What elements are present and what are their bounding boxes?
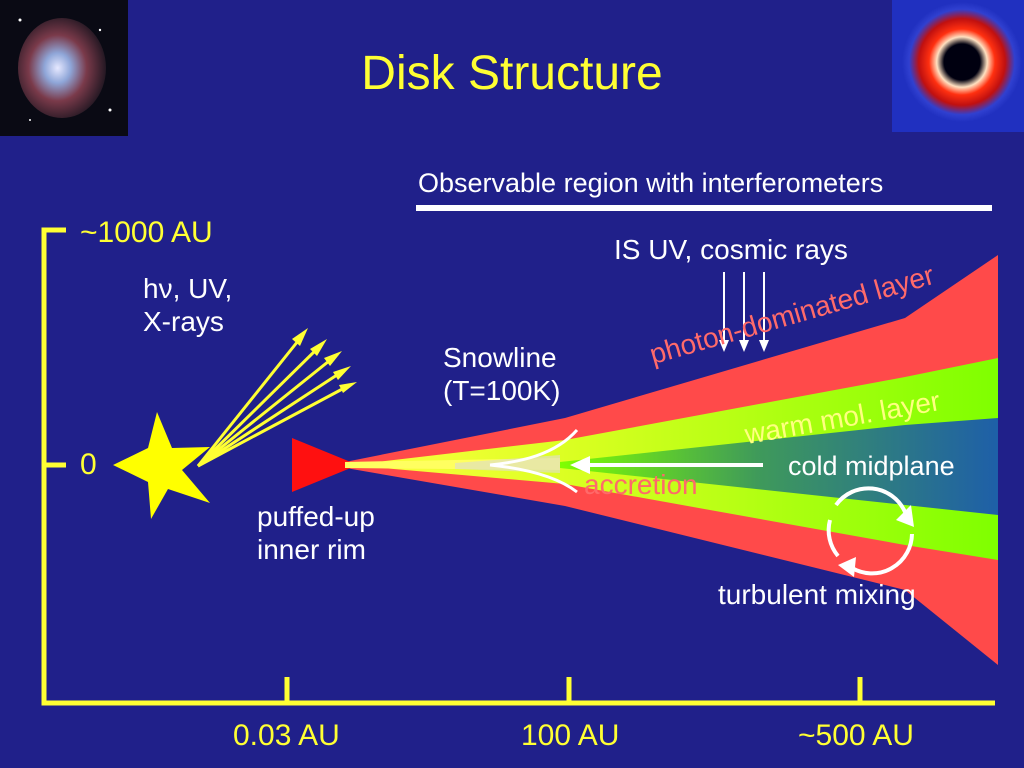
turbulent-mixing-label: turbulent mixing [718, 579, 916, 610]
page-title: Disk Structure [361, 47, 663, 100]
axis-frame [41, 227, 995, 706]
mixing-arrowhead-1 [896, 505, 914, 527]
puffed-up-inner-rim [292, 438, 358, 492]
cold-midplane-region [560, 418, 998, 515]
nebula-image [0, 0, 128, 136]
observable-bar [416, 205, 992, 211]
y-axis-zero-label: 0 [80, 448, 97, 481]
radiation-arrows [196, 328, 357, 468]
y-axis-top-label: ~1000 AU [80, 216, 213, 249]
radiation-label: hν, UV, X-rays [143, 273, 233, 338]
star-icon [113, 412, 210, 519]
disk [292, 255, 998, 665]
cold-midplane-label: cold midplane [788, 451, 955, 481]
mixing-arrowhead-2 [838, 557, 856, 577]
accretion-label: accretion [584, 469, 698, 500]
x-axis-label-500au: ~500 AU [798, 719, 914, 752]
observable-region-label: Observable region with interferometers [418, 168, 884, 198]
snowline-curve-lower [489, 463, 578, 494]
disk-image [892, 0, 1024, 132]
is-uv-arrows [719, 272, 769, 352]
x-axis-label-100au: 100 AU [521, 719, 620, 752]
x-axis-label-003au: 0.03 AU [233, 719, 340, 752]
accretion-arrow [570, 456, 763, 474]
turbulent-mixing-arrows [826, 486, 914, 576]
is-uv-label: IS UV, cosmic rays [614, 234, 848, 265]
puffed-rim-label: puffed-up inner rim [257, 501, 375, 566]
snowline-curve-upper [489, 429, 579, 467]
snowline-label: Snowline (T=100K) [443, 342, 561, 407]
